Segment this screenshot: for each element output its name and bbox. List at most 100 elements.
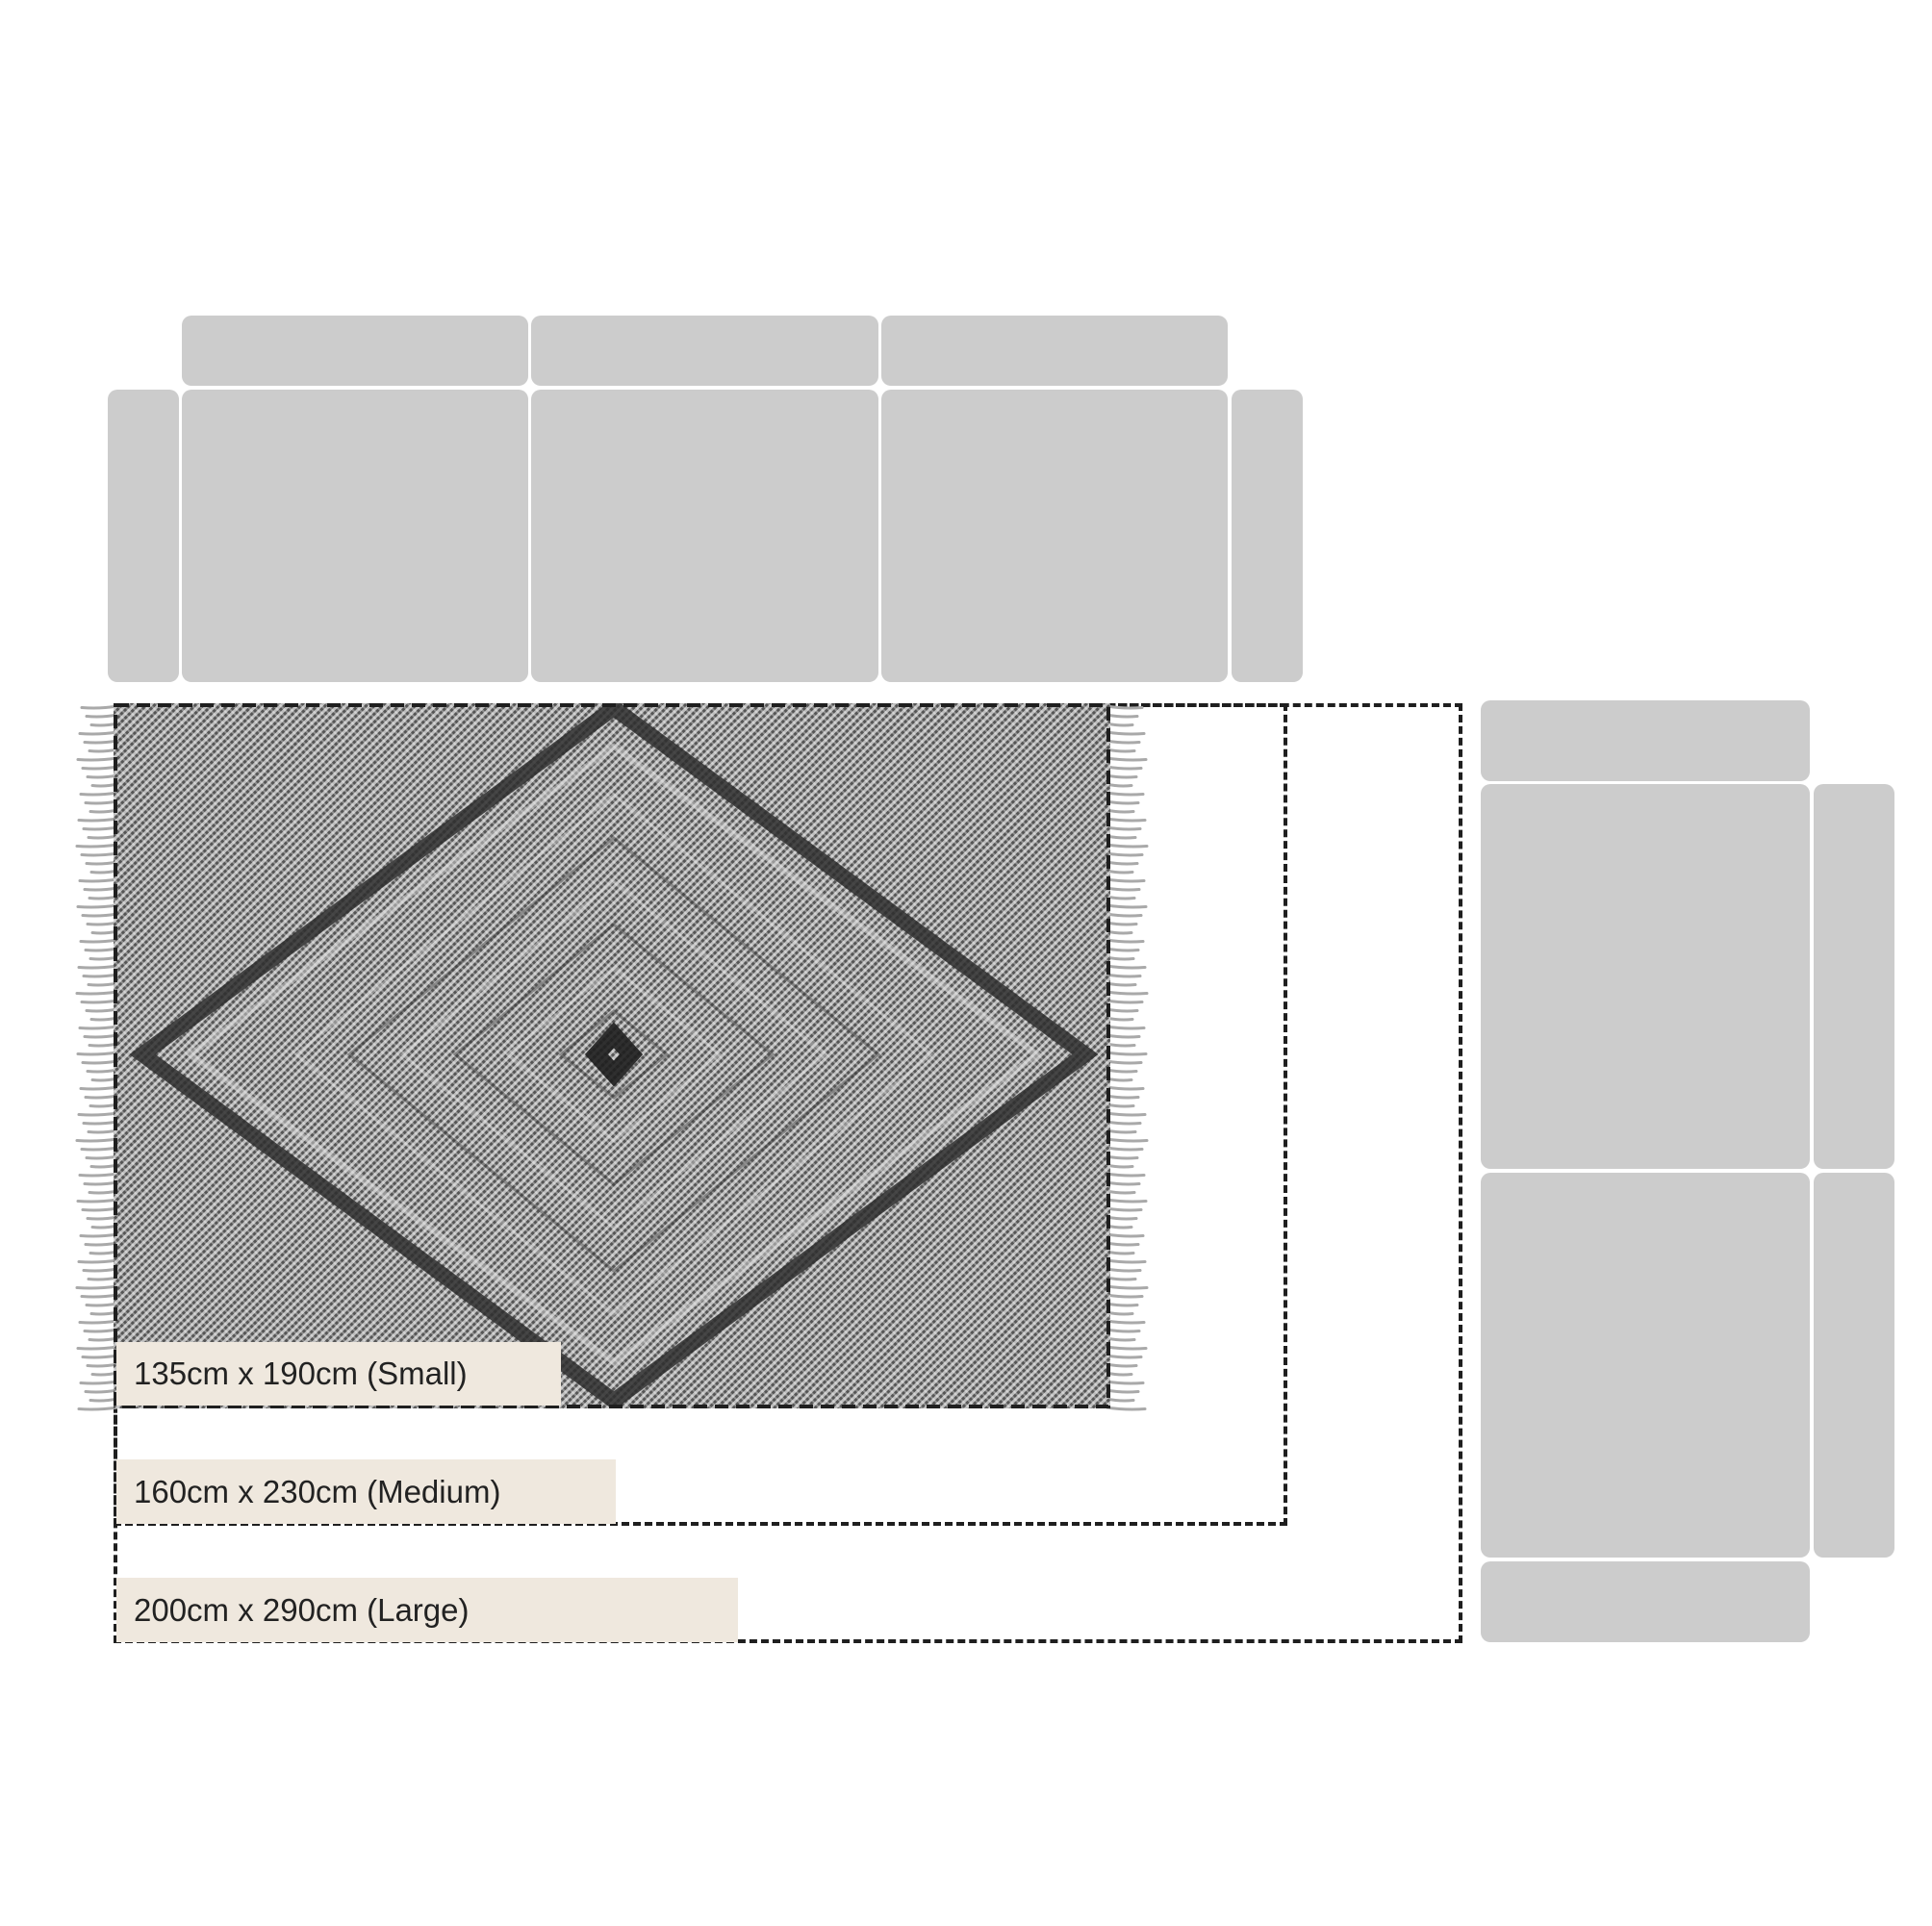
rug-fringe-strand [1106,1362,1138,1368]
rug-fringe-strand [83,739,117,745]
rug-fringe-strand [1106,869,1134,874]
rug-fringe-strand [1106,1051,1148,1056]
rug-fringe-strand [1106,895,1136,900]
sofa-seat-cushion-left [182,390,528,682]
rug-fringe-strand [1106,756,1148,762]
rug-fringe-strand [1106,1380,1145,1385]
sofa-seat-cushion-right [881,390,1228,682]
side-sofa-armrest-top [1481,700,1810,781]
rug-fringe-strand [1106,999,1144,1004]
rug-fringe-strand [83,886,117,892]
rug-fringe-strand [1106,1276,1137,1281]
rug-fringe-right [1106,704,1149,1411]
rug-fringe-strand [1106,1025,1146,1030]
size-label-medium: 160cm x 230cm (Medium) [116,1459,616,1524]
rug-fringe-strand [78,1319,117,1325]
rug-fringe-strand [1106,973,1142,978]
rug-fringe-strand [1106,1033,1141,1039]
rug-fringe-strand [1106,990,1149,996]
rug-fringe-strand [1106,1336,1136,1342]
rug-fringe-strand [1106,1293,1144,1299]
rug-fringe-strand [1106,791,1145,797]
rug-fringe-strand [81,912,117,918]
side-sofa-back-cushion-lower [1814,1173,1894,1558]
rug-fringe-strand [1106,1397,1135,1403]
rug-fringe-strand [1106,1310,1134,1316]
rug-fringe-strand [1106,1206,1143,1212]
rug-fringe-strand [82,1267,117,1273]
rug-fringe-strand [1106,1180,1141,1186]
rug-fringe-strand [1106,765,1143,771]
size-label-small: 135cm x 190cm (Small) [116,1342,561,1406]
rug-image [114,703,1110,1408]
rug-fringe-strand [1106,1146,1144,1152]
rug-fringe-strand [1106,1250,1135,1255]
rug-fringe-strand [82,973,117,978]
rug-texture [114,703,1110,1408]
rug-fringe-strand [77,964,117,970]
rug-fringe-strand [1106,886,1141,892]
rug-diamond-motif [293,793,934,1316]
rug-fringe-strand [75,1284,117,1290]
rug-fringe-strand [1106,1232,1145,1238]
rug-fringe-strand [1106,1042,1136,1048]
rug-fringe-strand [1106,1007,1139,1013]
side-sofa-seat-cushion-lower [1481,1173,1810,1558]
rug-fringe-strand [1106,808,1135,814]
rug-fringe-strand [1106,704,1144,710]
rug-fringe-strand [1106,834,1137,840]
rug-fringe-strand [1106,1163,1134,1169]
rug-fringe-strand [1106,877,1146,883]
rug-outline-small [114,703,1110,1408]
rug-fringe-strand [82,1120,117,1126]
rug-fringe-strand [1106,903,1148,909]
rug-diamond-motif [584,1022,644,1087]
rug-fringe-strand [1106,1284,1149,1290]
rug-diamond-motif [185,743,1043,1366]
rug-fringe-strand [1106,1016,1134,1022]
rug-fringe-strand [1106,773,1138,779]
rug-fringe-strand [77,1111,117,1117]
rug-fringe-strand [80,851,117,857]
rug-fringe-strand [1106,1406,1147,1411]
rug-fringe-strand [75,843,117,849]
rug-fringe-strand [1106,1267,1142,1273]
rug-fringe-strand [78,1172,117,1178]
rug-fringe-strand [79,938,117,944]
rug-fringe-strand [1106,1085,1145,1091]
rug-fringe-strand [1106,1137,1149,1143]
rug-fringe-strand [78,1025,117,1030]
rug-fringe-strand [1106,964,1147,970]
rug-fringe-strand [83,1180,117,1186]
side-sofa-seat-cushion-upper [1481,784,1810,1169]
rug-fringe-strand [80,1146,117,1152]
sofa-back-cushion-right [881,316,1228,386]
rug-fringe-strand [1106,1319,1146,1325]
rug-fringe-strand [76,1198,117,1204]
rug-fringe-strand [1106,851,1144,857]
rug-fringe-strand [1106,947,1140,952]
rug-fringe-strand [77,817,117,823]
rug-fringe-strand [81,1354,117,1359]
rug-fringe-strand [1106,1241,1140,1247]
rug-fringe-strand [83,1328,117,1333]
sofa-back-cushion-middle [531,316,878,386]
rug-fringe-strand [1106,1094,1140,1100]
rug-fringe-strand [79,1380,117,1385]
rug-fringe-strand [1106,1388,1140,1394]
rug-fringe-strand [1106,739,1141,745]
side-sofa-armrest-bottom [1481,1561,1810,1642]
rug-fringe-strand [1106,1102,1135,1108]
sofa-back-cushion-left [182,316,528,386]
rug-fringe-strand [1106,1354,1143,1359]
rug-fringe-strand [79,791,117,797]
rug-fringe-strand [80,1293,117,1299]
rug-fringe-strand [1106,730,1146,736]
rug-fringe-strand [1106,1198,1148,1204]
sofa-armrest-left [108,390,179,682]
rug-fringe-strand [75,1137,117,1143]
rug-fringe-strand [1106,1154,1139,1160]
rug-fringe-strand [75,990,117,996]
rug-fringe-strand [1106,799,1140,805]
rug-fringe-strand [1106,938,1145,944]
